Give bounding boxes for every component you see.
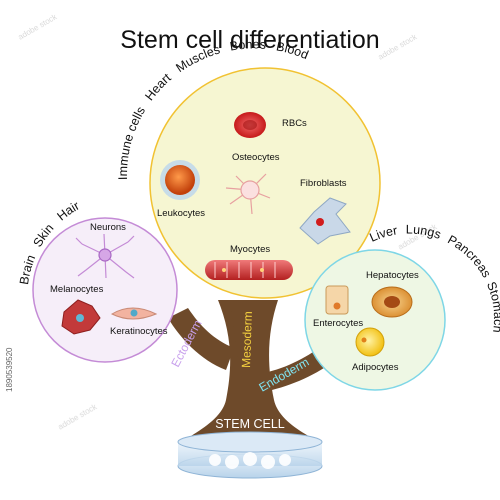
svg-text:adobe stock: adobe stock	[57, 402, 100, 432]
osteocyte-cell-icon	[225, 173, 271, 215]
myocytes-label: Myocytes	[230, 244, 270, 255]
enterocyte-cell-icon	[325, 285, 349, 315]
endoderm-circle	[304, 249, 446, 391]
svg-text:adobe stock: adobe stock	[17, 12, 60, 42]
neurons-label: Neurons	[90, 222, 126, 233]
hepatocyte-cell-icon	[371, 286, 413, 318]
diagram-title: Stem cell differentiation	[120, 26, 379, 54]
keratinocyte-cell-icon	[110, 307, 158, 320]
leukocyte-cell-icon	[160, 160, 200, 200]
leukocytes-label: Leukocytes	[157, 208, 205, 219]
hepatocytes-label: Hepatocytes	[366, 270, 419, 281]
adipocytes-label: Adipocytes	[352, 362, 399, 373]
rbcs-label: RBCs	[282, 118, 307, 129]
keratinocytes-label: Keratinocytes	[110, 326, 168, 337]
enterocytes-label: Enterocytes	[313, 318, 363, 329]
image-id: 1890539520	[5, 347, 14, 392]
fibroblasts-label: Fibroblasts	[300, 178, 347, 189]
adipocyte-cell-icon	[355, 327, 385, 357]
melanocytes-label: Melanocytes	[50, 284, 104, 295]
mesoderm-label: Mesoderm	[239, 311, 255, 368]
stem-cell-label: STEM CELL	[215, 417, 285, 431]
rbc-cell-icon	[234, 112, 266, 138]
melanocyte-cell-icon	[61, 299, 101, 335]
myocyte-cell-icon	[205, 260, 293, 280]
svg-text:adobe stock: adobe stock	[377, 32, 420, 62]
neuron-cell-icon	[75, 233, 135, 279]
osteocytes-label: Osteocytes	[232, 152, 280, 163]
fibroblast-cell-icon	[299, 197, 351, 245]
petri-dish	[177, 431, 323, 479]
